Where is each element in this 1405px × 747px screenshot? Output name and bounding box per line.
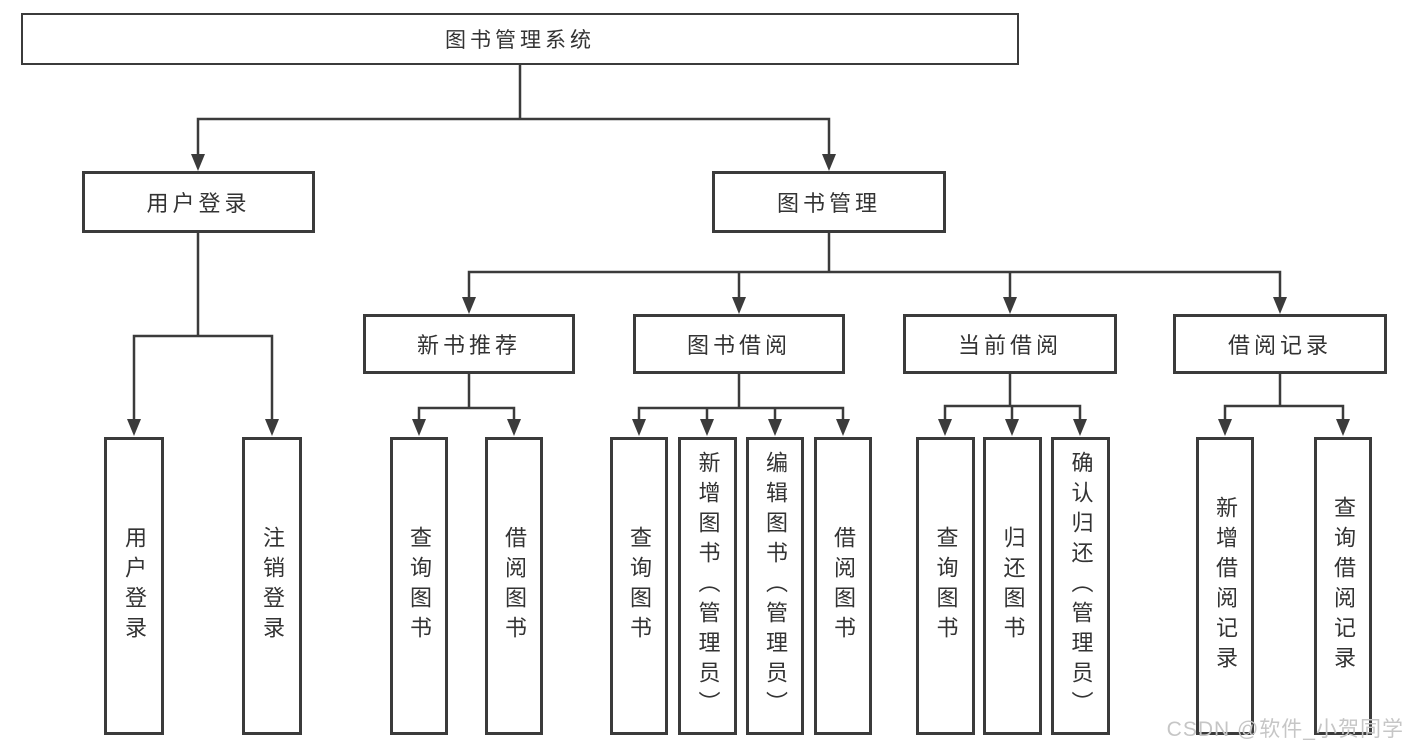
node-label: 用户登录 (146, 191, 251, 216)
node-label: 查询图书 (933, 526, 959, 646)
node-label: 图书借阅 (686, 333, 791, 358)
leaf-query-books-newbook: 查询图书 (390, 437, 448, 735)
arrowhead (700, 419, 714, 436)
node-book-management: 图书管理 (712, 171, 946, 233)
connector-root-to-level2 (196, 62, 831, 160)
leaf-edit-books-admin: 编辑图书（管理员） (746, 437, 804, 735)
node-root-system: 图书管理系统 (21, 13, 1019, 65)
connector-bookmgmt-to-level3 (467, 231, 1282, 303)
arrowhead (1005, 419, 1019, 436)
connector-records-to-leaves (1223, 371, 1345, 425)
arrowhead (1003, 297, 1017, 314)
csdn-watermark: CSDN @软件_小贺同学 (1166, 718, 1404, 741)
node-label: 编辑图书（管理员） (763, 451, 788, 721)
leaf-return-books: 归还图书 (983, 437, 1042, 735)
leaf-add-borrow-record: 新增借阅记录 (1196, 437, 1254, 735)
node-user-login: 用户登录 (82, 171, 315, 233)
connector-newbook-to-leaves (417, 371, 516, 425)
leaf-user-login: 用户登录 (104, 437, 164, 735)
leaf-query-books-borrow: 查询图书 (610, 437, 668, 735)
node-label: 借阅图书 (831, 526, 856, 646)
node-label: 新书推荐 (416, 333, 521, 358)
node-label: 查询图书 (407, 526, 432, 646)
connector-userlogin-to-leaves (132, 231, 274, 425)
connector-borrow-to-leaves (637, 371, 845, 425)
node-label: 查询借阅记录 (1331, 496, 1356, 676)
node-label: 当前借阅 (957, 333, 1062, 358)
arrowhead (127, 419, 141, 436)
node-label: 新增借阅记录 (1213, 496, 1238, 676)
node-label: 查询图书 (627, 526, 652, 646)
node-label: 新增图书（管理员） (695, 451, 721, 721)
arrowhead (191, 154, 205, 171)
leaf-borrow-books-newbook: 借阅图书 (485, 437, 543, 735)
arrowhead (462, 297, 476, 314)
arrowhead (412, 419, 426, 436)
arrowhead (265, 419, 279, 436)
node-label: 图书管理系统 (445, 29, 595, 52)
node-new-book-recommend: 新书推荐 (363, 314, 575, 374)
leaf-logout: 注销登录 (242, 437, 302, 735)
leaf-query-borrow-record: 查询借阅记录 (1314, 437, 1372, 735)
arrowhead (507, 419, 521, 436)
arrowhead (822, 154, 836, 171)
arrowhead (836, 419, 850, 436)
node-label: 用户登录 (122, 526, 147, 646)
node-label: 注销登录 (260, 526, 285, 646)
leaf-add-books-admin: 新增图书（管理员） (678, 437, 737, 735)
arrowhead (768, 419, 782, 436)
arrowhead (1218, 419, 1232, 436)
node-label: 确认归还（管理员） (1068, 451, 1094, 721)
arrowhead (1273, 297, 1287, 314)
leaf-query-books-current: 查询图书 (916, 437, 975, 735)
node-label: 借阅记录 (1227, 333, 1332, 358)
node-label: 图书管理 (776, 191, 881, 216)
node-label: 借阅图书 (502, 526, 527, 646)
node-book-borrowing: 图书借阅 (633, 314, 845, 374)
node-label: 归还图书 (1000, 526, 1026, 646)
arrowhead (1073, 419, 1087, 436)
connector-current-to-leaves (943, 371, 1082, 425)
arrowhead (732, 297, 746, 314)
arrowhead (938, 419, 952, 436)
leaf-borrow-books-borrow: 借阅图书 (814, 437, 872, 735)
arrowhead (632, 419, 646, 436)
leaf-confirm-return-admin: 确认归还（管理员） (1051, 437, 1110, 735)
arrowhead (1336, 419, 1350, 436)
node-current-borrowing: 当前借阅 (903, 314, 1117, 374)
node-borrowing-records: 借阅记录 (1173, 314, 1387, 374)
